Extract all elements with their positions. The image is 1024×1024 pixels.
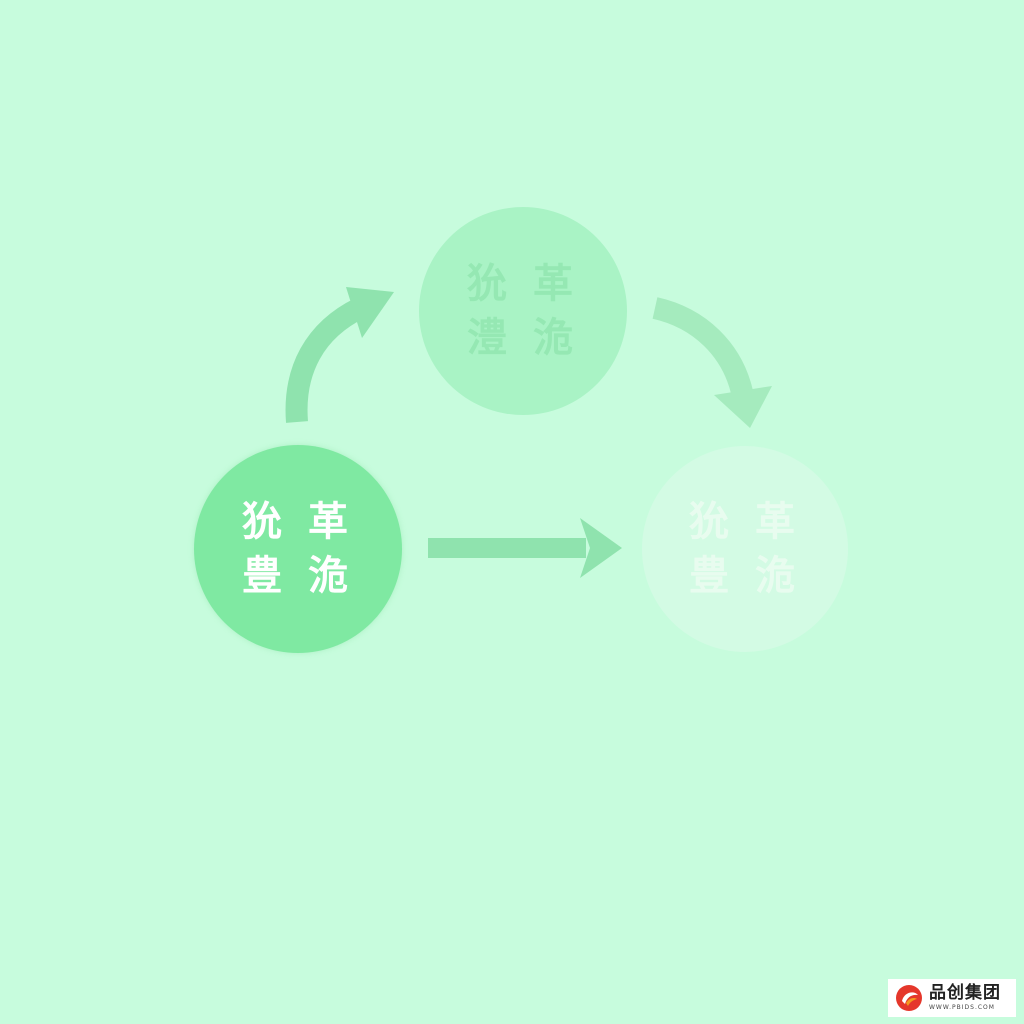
watermark-logo: 品创集团 WWW.PBIDS.COM — [888, 979, 1016, 1017]
curved-arrow-icon — [285, 298, 366, 423]
logo-url: WWW.PBIDS.COM — [929, 1004, 995, 1011]
straight-arrow-icon — [428, 538, 586, 558]
node-label-line1: 狁 革 — [242, 499, 354, 545]
node-label-line2: 澧 洈 — [467, 315, 579, 361]
arrowhead — [346, 287, 394, 338]
node-label-line1: 狁 革 — [467, 261, 579, 307]
arrow-active-to-faint — [428, 518, 622, 578]
logo-mark-icon — [896, 985, 922, 1011]
logo-name: 品创集团 — [929, 983, 1001, 1003]
arrow-middle-to-faint — [652, 297, 772, 428]
logo-text: 品创集团 WWW.PBIDS.COM — [929, 985, 1001, 1011]
arrowhead — [580, 518, 622, 578]
node-label-line1: 狁 革 — [689, 499, 801, 545]
arrow-active-to-middle — [285, 287, 394, 423]
curved-arrow-icon — [652, 297, 753, 395]
node-faint: 狁 革 豊 洈 — [642, 446, 848, 652]
node-label-line2: 豊 洈 — [689, 553, 801, 599]
arrowhead — [714, 386, 772, 428]
node-active: 狁 革 豊 洈 — [194, 445, 402, 653]
node-middle: 狁 革 澧 洈 — [419, 207, 627, 415]
node-label-line2: 豊 洈 — [242, 553, 354, 599]
